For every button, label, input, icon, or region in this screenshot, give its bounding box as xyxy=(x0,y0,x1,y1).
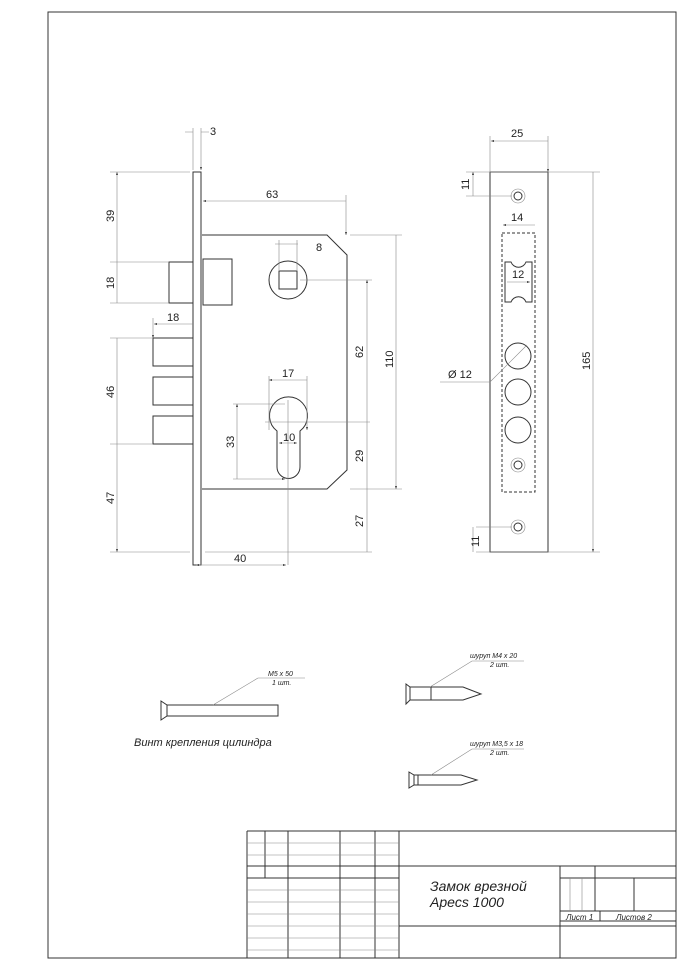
dim-center-to-center: 62 xyxy=(354,346,366,358)
screw-m35: шуруп M3,5 x 18 2 шт. xyxy=(408,741,524,789)
faceplate xyxy=(192,171,202,566)
lock-side-view: 3 63 8 18 17 10 40 39 18 46 47 33 62 29 … xyxy=(105,126,402,566)
screw-hole xyxy=(513,460,523,470)
dim-cylinder-height: 33 xyxy=(225,436,237,448)
spindle-square xyxy=(278,270,298,290)
title-name-line2: Apecs 1000 xyxy=(429,894,504,910)
sheet-number: Лист 1 xyxy=(565,913,593,922)
dim-width: 25 xyxy=(511,128,523,140)
dim-low: 27 xyxy=(354,515,366,527)
dim-cylinder-slot: 10 xyxy=(283,432,295,444)
dim-cylinder-low: 29 xyxy=(354,450,366,462)
dim-bottom: 47 xyxy=(105,492,117,504)
screw-m4-qty: 2 шт. xyxy=(489,662,509,669)
dim-plate: 3 xyxy=(210,126,216,138)
screw-m35-qty: 2 шт. xyxy=(489,750,509,757)
cyl-screw-caption: Винт крепления цилиндра xyxy=(134,737,272,749)
drawing-frame xyxy=(47,11,677,959)
cylinder-screw: M5 x 50 1 шт. Винт крепления цилиндра xyxy=(134,671,305,749)
screw-m4-spec: шуруп M4 x 20 xyxy=(470,653,517,660)
title-name-line1: Замок врезной xyxy=(430,878,527,894)
dim-bottom-hole: 11 xyxy=(470,536,482,547)
bolt xyxy=(152,415,194,445)
sheet-count: Листов 2 xyxy=(615,913,652,922)
cyl-screw-qty: 1 шт. xyxy=(272,680,291,687)
dim-cylinder-width: 17 xyxy=(282,368,294,380)
cyl-screw-spec: M5 x 50 xyxy=(268,671,293,678)
dim-spindle: 8 xyxy=(316,242,322,254)
dim-latch: 18 xyxy=(105,277,117,289)
latch-block xyxy=(202,258,233,306)
screw-hole xyxy=(513,191,523,201)
screw-m35-spec: шуруп M3,5 x 18 xyxy=(470,741,523,748)
dim-backset: 40 xyxy=(234,553,246,565)
dim-top: 39 xyxy=(105,210,117,222)
bolt xyxy=(152,376,194,406)
screw-m4: шуруп M4 x 20 2 шт. xyxy=(405,653,524,706)
dim-latch-cut: 12 xyxy=(512,269,524,281)
dim-bolt-length: 18 xyxy=(167,312,179,324)
bolt xyxy=(152,337,194,367)
dim-backset-top: 63 xyxy=(266,189,278,201)
dim-cut-width: 14 xyxy=(511,212,523,224)
bolt-hole xyxy=(504,416,532,444)
dim-diameter: Ø 12 xyxy=(448,369,472,381)
dim-body: 110 xyxy=(384,350,396,368)
bolt-hole xyxy=(504,342,532,370)
bolt-hole xyxy=(504,378,532,406)
dim-length: 165 xyxy=(581,352,593,370)
latch xyxy=(168,261,194,304)
screw-hole xyxy=(513,522,523,532)
title-block: Замок врезной Apecs 1000 Лист 1 Листов 2 xyxy=(246,830,676,958)
strike-plate xyxy=(489,171,549,553)
strike-plate-view: 25 14 12 Ø 12 11 11 165 xyxy=(440,128,600,552)
dim-bolts: 46 xyxy=(105,386,117,398)
lock-body xyxy=(202,234,348,490)
dim-top-hole: 11 xyxy=(460,179,472,190)
